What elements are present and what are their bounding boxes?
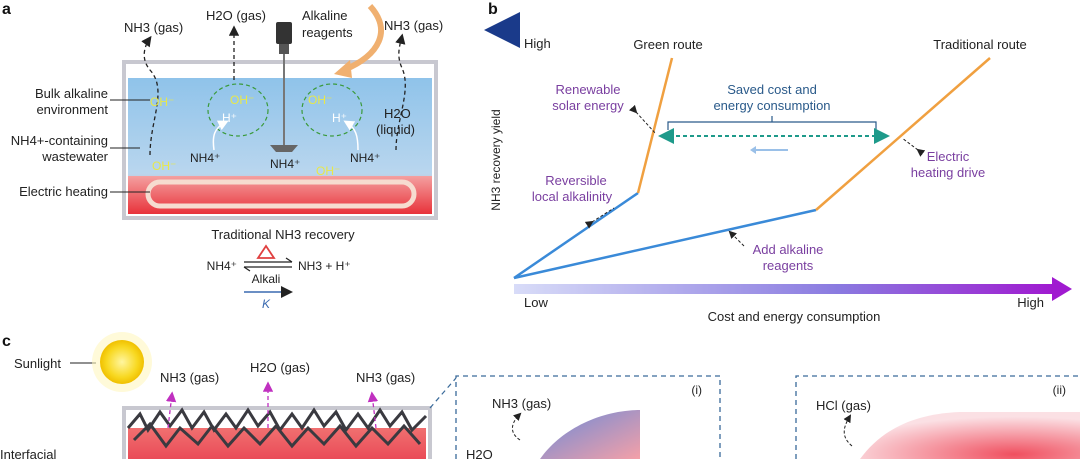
reversible-label-1: Reversible — [545, 173, 606, 188]
local-zone-left — [207, 83, 269, 137]
oh-ion-4: OH⁻ — [152, 159, 176, 173]
c-nh3-arrow-left — [165, 391, 177, 429]
saved-label-1: Saved cost and — [727, 82, 817, 97]
traditional-caption: Traditional NH3 recovery — [211, 227, 355, 242]
heating-coil — [145, 179, 417, 209]
h-arrow-left — [212, 120, 229, 151]
inset-i-label: (i) — [691, 383, 702, 397]
inset-i-arrow — [512, 412, 522, 441]
heating-label: Electric heating — [19, 184, 108, 199]
alkaline-arrow — [342, 3, 384, 73]
reversible-pointer — [584, 207, 615, 229]
electric-label-1: Electric — [927, 149, 970, 164]
saved-bracket — [667, 116, 877, 130]
alkali-label: Alkali — [252, 272, 281, 286]
oh-ion-5: OH⁻ — [316, 164, 340, 178]
traditional-blue-segment — [513, 208, 817, 280]
oh-ion-1: OH⁻ — [150, 95, 174, 109]
saved-label-2: energy consumption — [713, 98, 830, 113]
x-axis-label: Cost and energy consumption — [708, 309, 881, 324]
x-axis-bar — [514, 284, 1054, 294]
inset-ii-arrow — [843, 414, 853, 447]
nh4-label-2: wastewater — [41, 149, 108, 164]
x-high-label: High — [1017, 295, 1044, 310]
equilibrium-bottom-barb — [243, 266, 251, 272]
equation-right: NH3 + H⁺ — [298, 259, 351, 273]
nh3-gas-label-left: NH3 (gas) — [124, 20, 183, 35]
inset-i-connector — [429, 377, 457, 409]
add-alkaline-label-1: Add alkaline — [753, 242, 824, 257]
local-zone-right — [301, 83, 363, 137]
h2o-gas-label: H2O (gas) — [206, 8, 266, 23]
stirrer-icon — [270, 22, 298, 152]
green-route-label: Green route — [633, 37, 702, 52]
inset-i-nh3: NH3 (gas) — [492, 396, 551, 411]
reversible-label-2: local alkalinity — [532, 189, 613, 204]
x-low-label: Low — [524, 295, 548, 310]
add-alkaline-label-2: reagents — [763, 258, 814, 273]
equilibrium-top-barb — [285, 257, 293, 263]
y-high-label: High — [524, 36, 551, 51]
nh3-escape-right — [395, 33, 406, 151]
electric-label-2: heating drive — [911, 165, 985, 180]
oh-ion-2: OH⁻ — [230, 93, 254, 107]
alkaline-label: Alkaline — [302, 8, 348, 23]
panel-b-letter: b — [488, 1, 498, 18]
electric-pointer — [901, 137, 926, 157]
heat-delta-icon — [256, 244, 276, 259]
bulk-label-1: Bulk alkaline — [35, 86, 108, 101]
panel-b: b High NH3 recovery yield Low High Cost … — [484, 1, 1072, 324]
inset-i-h2o: H2O — [466, 447, 493, 459]
c-h2o-gas: H2O (gas) — [250, 360, 310, 375]
c-nh3-gas-left: NH3 (gas) — [160, 370, 219, 385]
h-ion-right: H⁺ — [332, 111, 347, 125]
panel-c: c Sunlight NH3 (gas) H2O (gas) NH3 (gas)… — [0, 332, 1080, 459]
add-alkaline-pointer — [728, 230, 745, 247]
y-axis-label: NH3 recovery yield — [489, 109, 503, 210]
photothermal-network — [126, 407, 428, 449]
inset-ii-label: (ii) — [1053, 383, 1066, 397]
sun-icon — [92, 332, 152, 392]
inset-ii-region — [860, 412, 1080, 459]
alkaline-arrowhead — [334, 60, 352, 78]
h2o-liquid-1: H2O — [384, 106, 411, 121]
h2o-liquid-2: (liquid) — [376, 122, 415, 137]
traditional-route-label: Traditional route — [933, 37, 1026, 52]
k-label: K — [262, 297, 271, 311]
green-blue-segment — [513, 191, 639, 280]
nh4-label-1: NH4+-containing — [11, 133, 108, 148]
renewable-label-2: solar energy — [552, 98, 624, 113]
h-ion-left: H⁺ — [222, 111, 237, 125]
inset-i-frame — [455, 375, 721, 459]
c-water — [128, 428, 426, 459]
inset-i-region — [540, 410, 640, 459]
panel-c-letter: c — [2, 333, 11, 350]
nh4-ion-2: NH4⁺ — [270, 157, 300, 171]
panel-a: a NH3 (gas) H2O (gas) Alkaline reagents — [2, 1, 443, 311]
inset-ii-hcl: HCl (gas) — [816, 398, 871, 413]
nh3-escape-left — [141, 35, 159, 156]
renewable-pointer — [629, 104, 657, 135]
sunlight-label: Sunlight — [14, 356, 61, 371]
reagents-label: reagents — [302, 25, 353, 40]
h-arrow-right — [343, 120, 359, 151]
inset-ii-frame — [795, 375, 1080, 459]
oh-ion-3: OH⁻ — [308, 93, 332, 107]
nh3-gas-label-right: NH3 (gas) — [384, 18, 443, 33]
c-nh3-arrow-right — [367, 391, 379, 429]
green-orange-segment — [636, 57, 674, 194]
panel-a-letter: a — [2, 1, 11, 18]
nh4-ion-3: NH4⁺ — [350, 151, 380, 165]
saved-small-arrowhead — [750, 146, 756, 154]
renewable-label-1: Renewable — [555, 82, 620, 97]
equation-left: NH4⁺ — [207, 259, 237, 273]
nh4-ion-1: NH4⁺ — [190, 151, 220, 165]
bulk-label-2: environment — [36, 102, 108, 117]
c-nh3-gas-right: NH3 (gas) — [356, 370, 415, 385]
interfacial-label: Interfacial — [0, 447, 56, 459]
traditional-orange-segment — [815, 57, 991, 211]
x-axis-arrowhead — [1052, 277, 1072, 301]
